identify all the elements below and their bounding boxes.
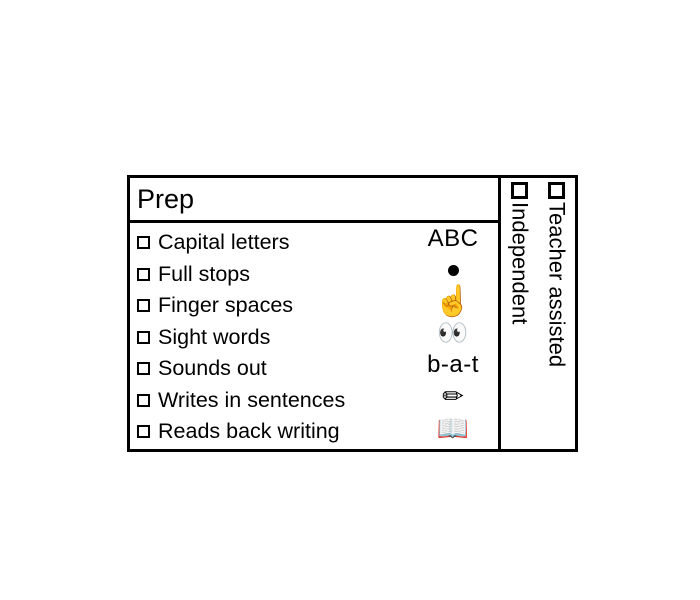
checklist-item-label: Reads back writing — [158, 419, 340, 443]
status-checkbox[interactable] — [511, 182, 528, 199]
status-column-label: Teacher assisted — [544, 202, 570, 368]
eyes-icon-cell: 👀 — [412, 318, 494, 350]
pointing-hand-icon-cell: ☝ — [412, 286, 494, 318]
checkbox[interactable] — [137, 393, 150, 407]
checklist-item-label: Finger spaces — [158, 293, 294, 317]
checklist-row[interactable]: Capital letters — [137, 227, 412, 259]
eyes-icon: 👀 — [437, 318, 469, 347]
checklist-item-label: Capital letters — [158, 230, 290, 254]
bat-phonics-icon: b-a-t — [427, 350, 479, 378]
bat-phonics-icon-cell: b-a-t — [412, 349, 494, 381]
status-checkbox[interactable] — [548, 182, 565, 199]
checklist-row[interactable]: Reads back writing — [137, 416, 412, 448]
abc-text-icon-cell: ABC — [412, 223, 494, 255]
checkbox[interactable] — [137, 236, 150, 250]
abc-text-icon: ABC — [427, 224, 479, 252]
checkbox[interactable] — [137, 299, 150, 313]
checkbox[interactable] — [137, 267, 150, 281]
checklist-icon-column: ABC ☝👀 b-a-t ✏📖 — [412, 223, 498, 449]
checklist-item-label: Full stops — [158, 261, 251, 286]
checklist-row[interactable]: Sight words — [137, 322, 412, 354]
status-column-inner: Teacher assisted — [538, 182, 575, 367]
status-column-inner: Independent — [501, 182, 538, 324]
checklist-row[interactable]: Finger spaces — [137, 290, 412, 322]
status-columns: Independent Teacher assisted — [501, 178, 575, 449]
open-book-icon: 📖 — [436, 412, 470, 443]
checklist-item-label: Sight words — [158, 324, 271, 349]
checkbox[interactable] — [137, 330, 150, 344]
status-column-label: Independent — [507, 202, 533, 325]
checklist-row[interactable]: Sounds out — [137, 353, 412, 385]
open-book-icon-cell: 📖 — [412, 412, 494, 444]
pencil-icon-cell: ✏ — [412, 381, 494, 413]
checkbox[interactable] — [137, 425, 150, 439]
status-column-independent[interactable]: Independent — [501, 178, 538, 449]
checklist-title-row: Prep — [130, 178, 498, 223]
full-stop-dot-icon — [447, 264, 459, 276]
checklist-item-label: Writes in sentences — [158, 387, 346, 412]
checklist-row[interactable]: Full stops — [137, 259, 412, 291]
checkbox[interactable] — [137, 362, 150, 376]
checklist-row[interactable]: Writes in sentences — [137, 385, 412, 417]
full-stop-dot-icon-cell — [412, 255, 494, 287]
page-title: Prep — [137, 183, 195, 214]
checklist-item-label: Sounds out — [158, 356, 267, 380]
pointing-hand-icon: ☝ — [434, 284, 472, 318]
pencil-icon: ✏ — [442, 381, 464, 412]
status-column-teacher-assisted[interactable]: Teacher assisted — [538, 178, 575, 449]
